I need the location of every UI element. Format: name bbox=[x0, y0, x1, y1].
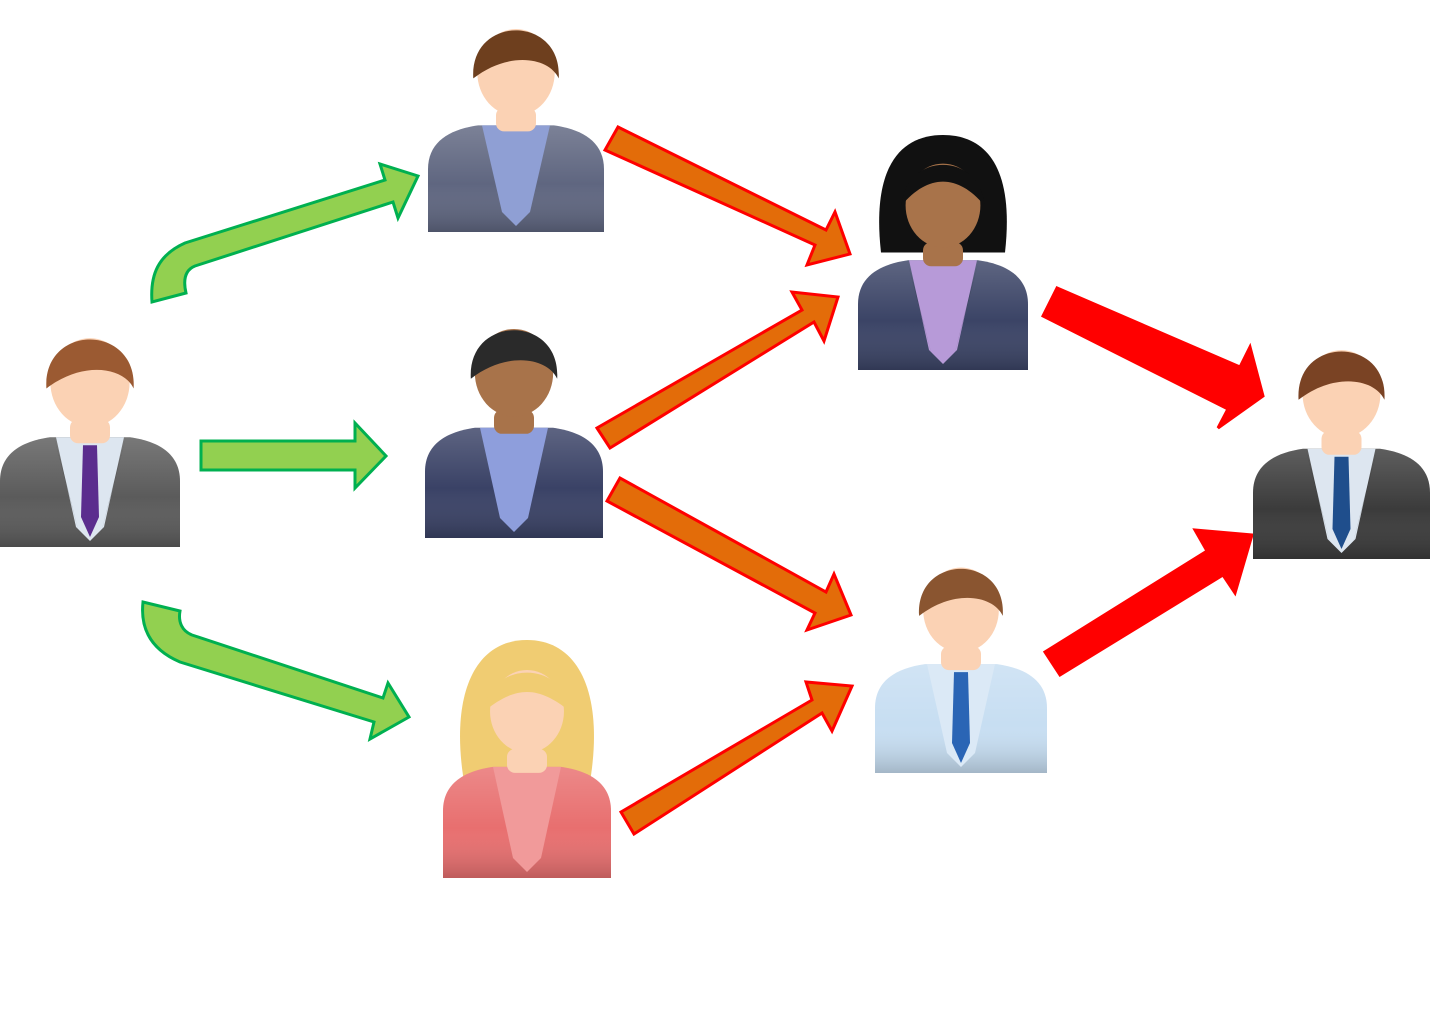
hair bbox=[473, 30, 559, 79]
lapel-left bbox=[907, 260, 933, 360]
tie bbox=[1332, 456, 1351, 549]
businessman-dark-suit-icon bbox=[1253, 350, 1430, 559]
arrow-middle-to-upper-right bbox=[594, 290, 840, 451]
arrow-source-to-bottom bbox=[141, 600, 412, 742]
neck bbox=[941, 646, 981, 671]
arrow-lower-right-to-target bbox=[1042, 528, 1254, 678]
lapel-right bbox=[953, 260, 979, 360]
lapel-left bbox=[54, 437, 80, 537]
neck bbox=[494, 409, 534, 434]
arrow-upper-right-to-target bbox=[1040, 286, 1265, 430]
arrow-source-to-middle bbox=[199, 419, 389, 492]
arrows-layer bbox=[141, 125, 1265, 837]
tie bbox=[81, 445, 99, 537]
arrow-top-to-upper-right bbox=[602, 125, 852, 268]
man-vest-icon bbox=[425, 328, 603, 538]
shirt bbox=[493, 766, 561, 872]
hair bbox=[470, 330, 558, 379]
casual-man-sweater-icon bbox=[428, 29, 604, 232]
shirt bbox=[482, 125, 550, 226]
lapel-right bbox=[100, 437, 126, 537]
businesswoman-icon bbox=[858, 134, 1028, 370]
hair bbox=[919, 568, 1003, 616]
hair bbox=[1298, 351, 1385, 400]
hair-top bbox=[901, 164, 985, 206]
man-light-shirt-icon bbox=[875, 567, 1047, 773]
arrow-source-to-top bbox=[150, 161, 421, 304]
arrow-middle-to-lower-right bbox=[604, 475, 853, 633]
people-layer bbox=[0, 29, 1430, 878]
businessman-gray-suit-icon bbox=[0, 338, 180, 547]
hair bbox=[46, 339, 134, 389]
shirt bbox=[480, 427, 548, 532]
neck bbox=[507, 748, 547, 773]
shirt bbox=[909, 260, 977, 364]
neck bbox=[923, 242, 963, 267]
tie bbox=[952, 672, 970, 763]
hair-fringe bbox=[484, 672, 570, 712]
arrow-bottom-to-lower-right bbox=[618, 680, 855, 837]
neck bbox=[1321, 430, 1362, 455]
blonde-woman-icon bbox=[443, 640, 611, 878]
